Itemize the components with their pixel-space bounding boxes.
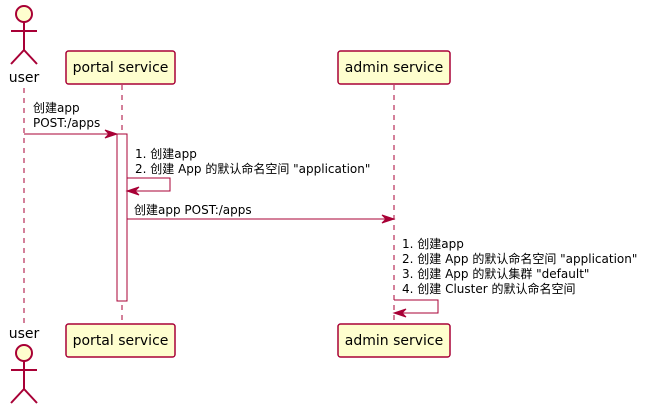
admin-service-box-top [337,50,451,85]
message-3-line-1: 创建app POST:/apps [134,203,252,217]
user-actor-top [10,5,38,65]
message-4-arrow-line [394,299,439,314]
actor-left-leg [10,49,25,65]
message-create-app-post: 创建app POST:/apps [24,101,119,139]
admin-service-label-top: admin service [345,60,443,76]
message-3-arrowhead [381,214,396,224]
portal-service-box-bottom [65,323,176,358]
message-2-arrowhead [125,186,140,196]
message-4-line-4: 4. 创建 Cluster 的默认命名空间 [402,281,576,296]
actor-left-leg [10,388,25,404]
portal-activation-bar [116,133,128,302]
message-1-arrowhead [104,129,119,139]
message-2-arrow-line [127,177,171,192]
actor-right-leg [23,49,38,65]
portal-service-label-top: portal service [73,60,169,76]
admin-service-box-bottom [337,323,451,358]
message-4-line-1: 1. 创建app [402,237,464,251]
portal-service-label-bottom: portal service [73,333,169,349]
message-4-line-2: 2. 创建 App 的默认命名空间 "application" [402,251,637,266]
message-admin-self-call: 1. 创建app 2. 创建 App 的默认命名空间 "application"… [392,237,637,318]
user-label-top: user [9,70,40,86]
message-2-line-2: 2. 创建 App 的默认命名空间 "application" [135,161,370,176]
message-portal-self-call: 1. 创建app 2. 创建 App 的默认命名空间 "application" [125,147,370,196]
portal-service-box-top [65,50,176,85]
message-4-arrowhead [392,308,407,318]
message-2-line-1: 1. 创建app [135,147,197,161]
message-portal-to-admin: 创建app POST:/apps [127,203,396,224]
user-label-bottom: user [9,326,40,342]
message-1-line-2: POST:/apps [33,116,100,130]
message-4-line-3: 3. 创建 App 的默认集群 "default" [402,266,589,281]
actor-head [15,344,33,362]
user-actor-bottom [10,344,38,404]
actor-head [15,5,33,23]
actor-right-leg [23,388,38,404]
admin-service-label-bottom: admin service [345,333,443,349]
message-1-line-1: 创建app [33,101,80,115]
